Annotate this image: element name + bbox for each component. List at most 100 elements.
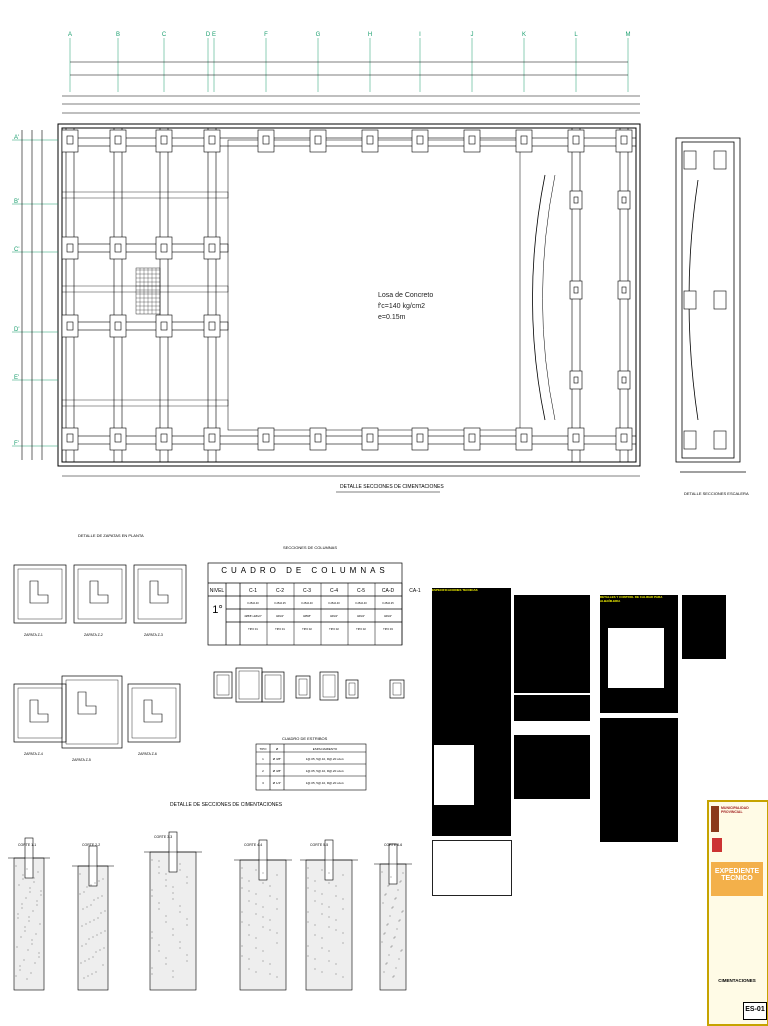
concrete-dot xyxy=(79,873,81,875)
concrete-dot xyxy=(165,957,167,959)
footing xyxy=(463,427,481,451)
footing xyxy=(203,314,221,338)
grid-label-a: A xyxy=(68,32,72,38)
col-header: C-2 xyxy=(276,588,284,594)
col-header: CA-D xyxy=(382,588,395,594)
zapata-label: ZAPATA Z-6 xyxy=(138,752,157,756)
col-header: C-1 xyxy=(249,588,257,594)
column xyxy=(468,135,476,145)
concrete-dot xyxy=(255,937,257,939)
concrete-dot xyxy=(102,878,104,880)
grid-label-g: G xyxy=(316,32,321,38)
concrete-dot xyxy=(335,895,337,897)
concrete-dot xyxy=(262,882,264,884)
stirrup-cell: 2 xyxy=(262,769,264,773)
concrete-dot xyxy=(87,975,89,977)
concrete-dot xyxy=(83,891,85,893)
grid-label-b: B xyxy=(116,32,120,38)
col-cell: 4Ø1/2" xyxy=(357,614,365,618)
concrete-dot xyxy=(22,874,24,876)
concrete-dot xyxy=(24,930,26,932)
concrete-dot xyxy=(93,899,95,901)
concrete-dot xyxy=(94,882,96,884)
concrete-dot xyxy=(86,906,88,908)
concrete-dot xyxy=(390,946,392,948)
concrete-dot xyxy=(165,915,167,917)
concrete-dot xyxy=(276,932,278,934)
concrete-dot xyxy=(31,943,33,945)
concrete-dot xyxy=(22,878,24,880)
grid-row-label: C' xyxy=(14,247,19,253)
concrete-dot xyxy=(383,971,385,973)
zapata-inner xyxy=(131,687,177,739)
concrete-dot xyxy=(172,886,174,888)
column xyxy=(208,135,216,145)
concrete-dot xyxy=(262,906,264,908)
column xyxy=(160,135,168,145)
concrete-dot xyxy=(314,924,316,926)
stirrup xyxy=(298,678,308,696)
concrete-dot xyxy=(104,910,106,912)
column-shape xyxy=(29,699,49,723)
concrete-dot xyxy=(269,885,271,887)
concrete-dot xyxy=(25,897,27,899)
dimension-lines xyxy=(62,61,640,114)
concrete-dot xyxy=(401,911,403,913)
concrete-dot xyxy=(20,936,22,938)
column xyxy=(520,135,528,145)
column xyxy=(573,376,579,384)
concrete-dot xyxy=(26,868,28,870)
concrete-dot xyxy=(38,956,40,958)
columns-section-title: SECCIONES DE COLUMNAS xyxy=(283,545,338,550)
concrete-dot xyxy=(17,913,19,915)
concrete-dot xyxy=(255,971,257,973)
column xyxy=(314,135,322,145)
concrete-dot xyxy=(179,863,181,865)
footing xyxy=(155,314,173,338)
concrete-dot xyxy=(307,877,309,879)
column xyxy=(416,135,424,145)
concrete-dot xyxy=(98,880,100,882)
column-sections xyxy=(213,667,405,703)
concrete-dot xyxy=(21,907,23,909)
zapata xyxy=(127,683,181,743)
stirrup-cell: 1@.05, 5@.10, R@.20 c/ext. xyxy=(306,769,345,773)
concrete-dot xyxy=(104,930,106,932)
concrete-dot xyxy=(262,916,264,918)
zapata-label: ZAPATA Z-1 xyxy=(24,633,43,637)
footing xyxy=(515,427,533,451)
grid-label-j: J xyxy=(471,32,474,38)
col-cell: TIPO 01 xyxy=(248,627,258,631)
concrete-dot xyxy=(95,971,97,973)
stirrup-cell: Ø 3/8" xyxy=(273,757,281,761)
footing xyxy=(309,427,327,451)
concrete-dot xyxy=(85,923,87,925)
concrete-dot xyxy=(395,967,397,969)
zapata-inner xyxy=(137,568,183,620)
concrete-dot xyxy=(388,884,390,886)
footing xyxy=(617,370,631,390)
concrete-dot xyxy=(19,965,21,967)
column xyxy=(468,433,476,443)
concrete-dot xyxy=(88,958,90,960)
concrete-dot xyxy=(314,890,316,892)
concrete-dot xyxy=(29,887,31,889)
concrete-dot xyxy=(328,950,330,952)
concrete-dot xyxy=(29,891,31,893)
col-cell: TIPO 03 xyxy=(383,627,393,631)
concrete-dot xyxy=(385,893,387,895)
concrete-dot xyxy=(391,945,393,947)
concrete-dot xyxy=(179,905,181,907)
concrete-dot xyxy=(393,975,395,977)
concrete-dot xyxy=(255,869,257,871)
footing xyxy=(61,236,79,260)
concrete-dot xyxy=(394,936,396,938)
legend-table xyxy=(432,840,512,896)
column xyxy=(520,433,528,443)
footing xyxy=(203,236,221,260)
concrete-dot xyxy=(151,859,153,861)
concrete-dot xyxy=(186,882,188,884)
concrete-dot xyxy=(186,960,188,962)
concrete-dot xyxy=(82,908,84,910)
concrete-dot xyxy=(92,936,94,938)
